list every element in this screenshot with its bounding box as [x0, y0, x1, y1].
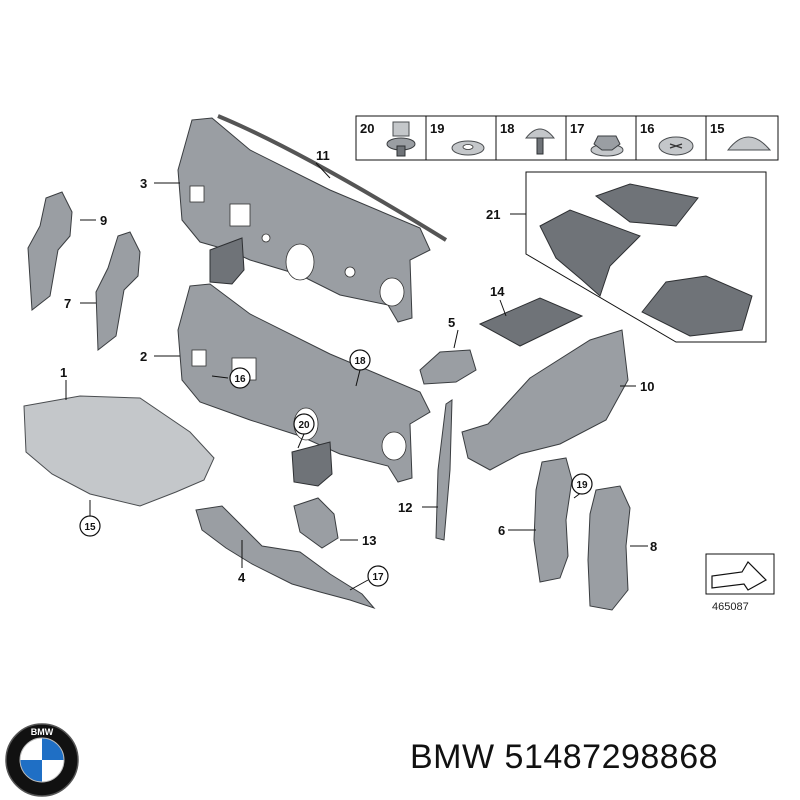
fastener-label-16: 16	[640, 121, 654, 136]
circled-callout-19: 19	[571, 473, 593, 495]
part-21-group	[525, 171, 767, 343]
fastener-label-19: 19	[430, 121, 444, 136]
fastener-box: 20 19 18 17 16 15	[355, 115, 779, 161]
insulation-13	[293, 497, 339, 549]
fastener-label-20: 20	[360, 121, 374, 136]
circled-callout-15: 15	[79, 515, 101, 537]
callout-6: 6	[498, 523, 505, 538]
leader-lines	[65, 162, 648, 591]
bulkhead-lower-2	[177, 283, 431, 487]
callout-14: 14	[490, 284, 505, 299]
bracket-9	[27, 191, 73, 311]
damping-pad-14	[478, 297, 584, 347]
svg-text:17: 17	[372, 572, 384, 583]
callout-1: 1	[60, 365, 67, 380]
svg-text:16: 16	[234, 374, 246, 385]
callout-2: 2	[140, 349, 147, 364]
screw-16	[658, 136, 694, 156]
bulkhead-upper-3	[177, 117, 431, 323]
bracket-8	[587, 485, 631, 611]
diagram-code-box: 465087	[705, 553, 775, 613]
svg-text:20: 20	[298, 420, 310, 431]
cap-15	[726, 136, 772, 151]
push-nut-19	[451, 140, 485, 156]
part-number-title: BMW 51487298868	[410, 738, 719, 776]
wheelarch-panel-10	[461, 329, 629, 471]
clip-nut-20	[386, 121, 416, 157]
bracket-7	[95, 231, 141, 351]
bracket-5	[419, 349, 477, 385]
callout-10: 10	[640, 379, 654, 394]
svg-text:15: 15	[84, 522, 96, 533]
svg-text:18: 18	[354, 356, 366, 367]
callout-labels: 1 2 3 4 6 7 8 9 10 11 12 13 14 5 21	[60, 148, 657, 585]
callout-9: 9	[100, 213, 107, 228]
fastener-label-17: 17	[570, 121, 584, 136]
seal-strip-11	[217, 114, 448, 242]
fastener-label-18: 18	[500, 121, 514, 136]
diagram-code: 465087	[712, 601, 749, 613]
callout-4: 4	[238, 570, 246, 585]
callout-8: 8	[650, 539, 657, 554]
bracket-12	[435, 399, 453, 541]
hex-nut-17	[590, 135, 624, 157]
callout-21: 21	[486, 207, 500, 222]
circled-callout-17: 17	[367, 565, 389, 587]
callout-5: 5	[448, 315, 455, 330]
circled-callout-16: 16	[229, 367, 251, 389]
svg-text:19: 19	[576, 480, 588, 491]
bmw-logo: BMW	[5, 723, 79, 797]
insulation-pad-1	[23, 395, 215, 507]
fastener-label-15: 15	[710, 121, 724, 136]
callout-11: 11	[316, 148, 330, 163]
expanding-rivet-18	[524, 128, 556, 155]
circled-callout-18: 18	[349, 349, 371, 371]
bracket-6	[533, 457, 573, 583]
logo-letters: BMW	[31, 727, 54, 737]
trim-panel-4	[195, 505, 376, 610]
callout-3: 3	[140, 176, 147, 191]
callout-12: 12	[398, 500, 412, 515]
callout-13: 13	[362, 533, 376, 548]
circled-callouts: 15 16 18 20 17 19	[79, 349, 593, 587]
callout-7: 7	[64, 296, 71, 311]
circled-callout-20: 20	[293, 413, 315, 435]
